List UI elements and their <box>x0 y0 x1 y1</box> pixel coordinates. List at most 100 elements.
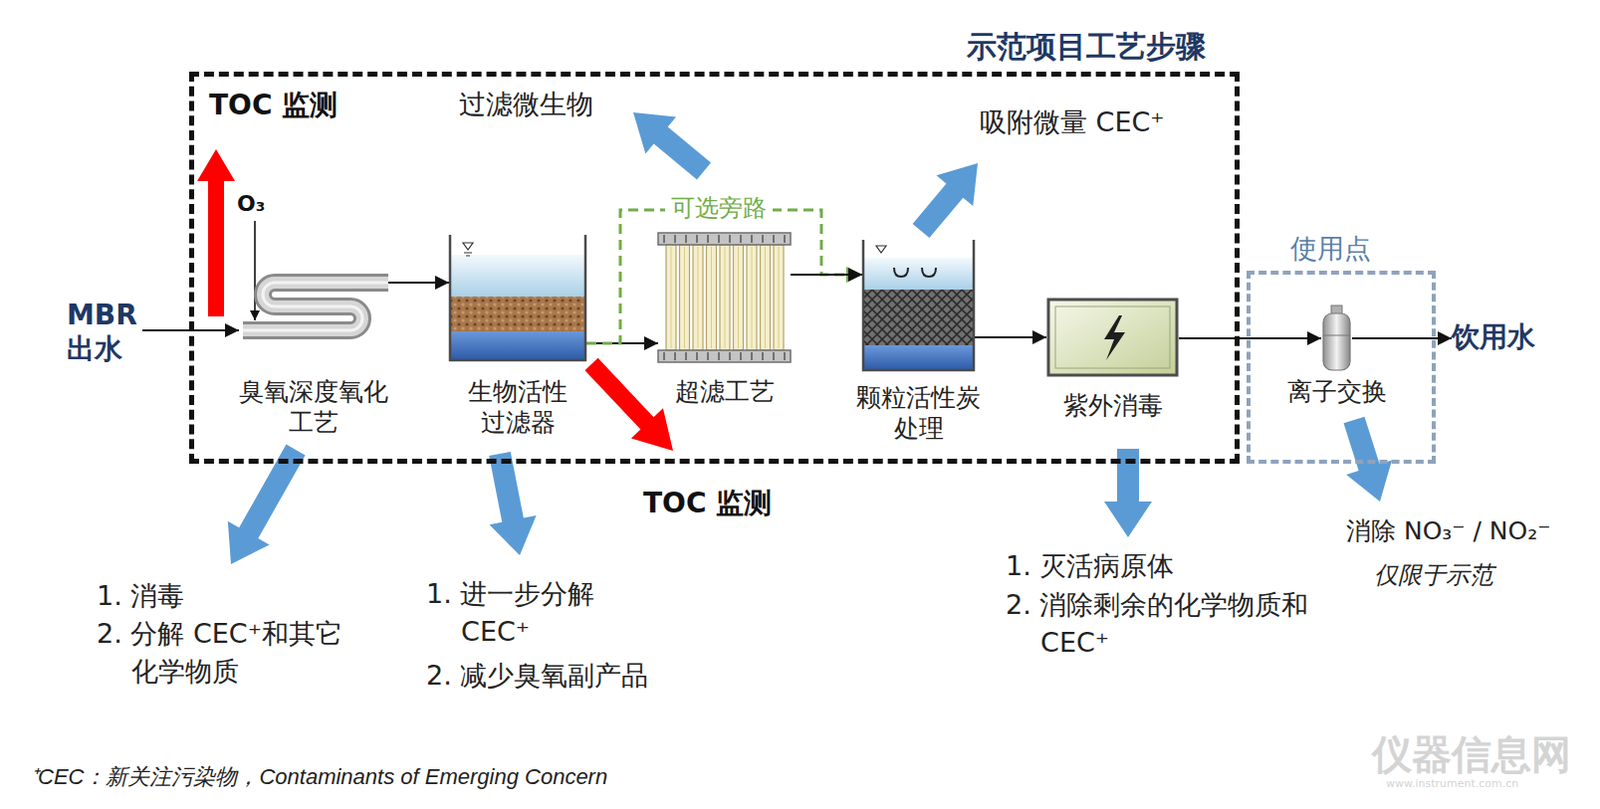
bolt-line <box>706 234 709 361</box>
vessel-body <box>1323 313 1351 371</box>
footnote: ⁺CEC：新关注污染物，Contaminants of Emerging Con… <box>30 760 608 793</box>
tube-line <box>684 246 686 349</box>
watermark: www.instrument.com.cn <box>1385 776 1519 792</box>
label-slot: 紫外消毒 <box>1043 390 1183 422</box>
process-icon <box>862 239 975 373</box>
membrane-tube <box>706 244 717 351</box>
label-slot: TOC 监测 <box>643 483 772 523</box>
tube-line <box>697 246 699 349</box>
ozone-feed-line <box>253 221 256 321</box>
water-level-mark <box>876 245 887 253</box>
process-icon <box>658 232 791 363</box>
tube-line <box>671 246 673 349</box>
bolt-line <box>728 234 731 361</box>
dashed-region: 使用点离子交换 <box>1246 270 1436 464</box>
label-slot: 臭氧深度氧化工艺 <box>228 376 399 440</box>
label-slot: O₃ <box>236 189 265 221</box>
label-slot: 消除 NO₃⁻ / NO₂⁻ <box>1346 513 1551 549</box>
list-item: 1. 进一步分解 CEC⁺ <box>426 575 651 652</box>
heading-slot: 示范项目工艺步骤 <box>962 26 1210 68</box>
process-icon <box>449 234 587 363</box>
carbon-bed <box>864 289 973 346</box>
process-icon <box>1046 297 1179 378</box>
water <box>864 257 973 290</box>
water-level-mark <box>462 242 473 250</box>
process-icon <box>238 270 389 343</box>
water <box>451 254 585 297</box>
label-slot: 1. 灭活病原体 <box>1005 547 1174 586</box>
icon-group <box>863 239 974 371</box>
water-level-mark <box>463 252 472 256</box>
membrane-tube <box>746 244 757 351</box>
label-slot: 过滤微生物 <box>458 85 594 124</box>
bolt-line <box>772 234 775 361</box>
bolt-line <box>783 234 786 361</box>
annotation: 过滤微生物 <box>458 85 594 124</box>
tube-line <box>778 246 780 349</box>
flow-connector <box>388 281 450 284</box>
toc-arrow <box>197 149 235 317</box>
process-label: 紫外消毒 <box>1043 390 1183 422</box>
membrane-tube <box>733 244 744 351</box>
icon-group <box>658 232 791 363</box>
bolt-line <box>739 234 742 361</box>
label-slot: 仪器信息网 <box>1371 726 1572 783</box>
process-label: 臭氧深度氧化工艺 <box>228 376 399 440</box>
list-item: 1. 灭活病原体 <box>1005 547 1174 586</box>
bolt-line <box>761 234 764 361</box>
tank-wall <box>863 239 974 371</box>
filter-tank: 生物活性过滤器 <box>449 234 587 363</box>
tube-line <box>710 246 712 349</box>
process-label: 颗粒活性炭处理 <box>849 382 989 446</box>
list-item: 2. 消除剩余的化学物质和 CEC⁺ <box>1005 586 1350 663</box>
membrane-tube <box>760 244 771 351</box>
callout-arrow <box>913 163 978 238</box>
endpoint-label: MBR 出水 <box>66 298 143 367</box>
heading-slot: 使用点 <box>1286 230 1375 267</box>
uv-housing <box>1048 299 1177 376</box>
label-slot: ⁺CEC：新关注污染物，Contaminants of Emerging Con… <box>30 760 608 793</box>
ion-exchange-vessel: 离子交换 <box>1321 305 1353 373</box>
callout-arrow <box>633 112 711 180</box>
trough <box>921 267 936 277</box>
label-slot: 仅限于示范 <box>1373 559 1494 594</box>
annotation: 仅限于示范 <box>1373 559 1494 594</box>
callout-arrow <box>1344 417 1392 502</box>
annotation: 消除 NO₃⁻ / NO₂⁻ <box>1346 513 1551 549</box>
bolt-line <box>750 234 753 361</box>
bolt-line <box>717 234 720 361</box>
uv-window <box>1055 306 1170 369</box>
tube-line <box>724 246 726 349</box>
filter-media <box>451 296 585 332</box>
header-bar <box>658 350 791 363</box>
label-slot: 1. 消毒 <box>96 577 185 616</box>
tank-wall <box>450 234 586 361</box>
underdrain <box>451 331 585 361</box>
membrane-tube <box>680 244 690 351</box>
endpoint-text: 饮用水 <box>1451 320 1536 355</box>
label-slot: www.instrument.com.cn <box>1385 776 1519 792</box>
label-slot: 颗粒活性炭处理 <box>849 382 989 446</box>
vessel-seam <box>1323 335 1351 337</box>
annotation: TOC 监测 <box>209 85 338 125</box>
flow-connector <box>1352 337 1452 340</box>
watermark: 仪器信息网 <box>1371 726 1572 783</box>
bolt-line <box>663 234 666 361</box>
trough <box>894 267 909 277</box>
callout-arrow <box>488 452 536 556</box>
annotation: O₃ <box>236 189 265 221</box>
label-slot: 2. 分解 CEC⁺和其它化学物质 <box>96 615 356 691</box>
edge-label: 可选旁路 <box>665 192 773 225</box>
icon-group <box>242 282 389 331</box>
flow-connector <box>586 342 659 345</box>
membrane-tube <box>666 244 677 351</box>
icon-group <box>1048 299 1177 376</box>
list-item: 2. 分解 CEC⁺和其它化学物质 <box>96 615 356 691</box>
bolt-line <box>685 234 687 361</box>
icon-group <box>450 234 586 361</box>
annotation: TOC 监测 <box>643 483 772 523</box>
toc-arrow <box>584 358 674 452</box>
tube-line <box>764 246 766 349</box>
membrane-tube <box>773 244 784 351</box>
bolt-line <box>674 234 677 361</box>
